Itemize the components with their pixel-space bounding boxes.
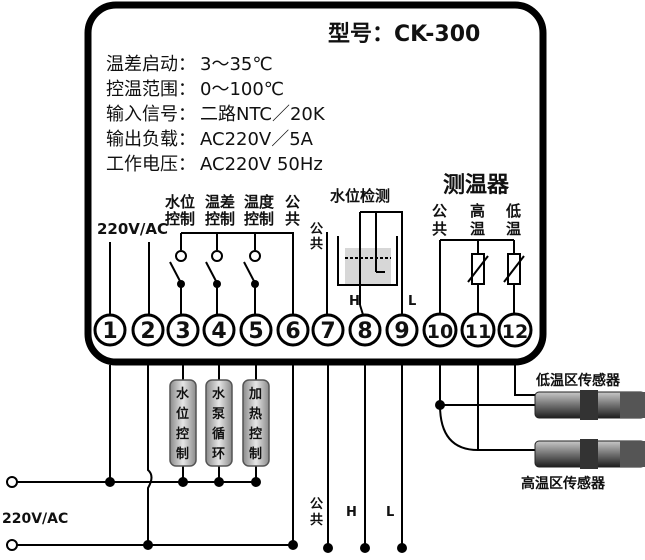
spec-label: 控温范围： bbox=[106, 79, 196, 100]
external-wiring bbox=[12, 365, 535, 548]
spec-label: 温差启动： bbox=[106, 54, 196, 75]
terminal[interactable]: 7 bbox=[311, 313, 345, 347]
terminal[interactable]: 4 bbox=[202, 313, 236, 347]
sensor-wiring bbox=[439, 239, 525, 318]
terminal[interactable]: 12 bbox=[497, 312, 533, 348]
sensor-col-low: 低 bbox=[505, 202, 521, 220]
svg-text:控: 控 bbox=[176, 426, 189, 442]
controller-frame bbox=[84, 1, 547, 366]
terminal[interactable]: 8 bbox=[348, 313, 382, 347]
svg-text:泵: 泵 bbox=[212, 407, 225, 422]
spec-label: 输入信号： bbox=[106, 104, 196, 125]
terminal[interactable]: 6 bbox=[276, 313, 310, 347]
terminal[interactable]: 10 bbox=[422, 312, 458, 348]
svg-text:6: 6 bbox=[285, 319, 300, 344]
svg-text:10: 10 bbox=[427, 321, 453, 343]
relay-label-water: 水位 bbox=[165, 193, 195, 211]
low-temp-sensor-label: 低温区传感器 bbox=[535, 372, 621, 389]
terminal[interactable]: 1 bbox=[93, 313, 127, 347]
svg-text:12: 12 bbox=[502, 321, 528, 343]
water-level-h: H bbox=[349, 294, 360, 309]
load-water-control: 水 位 控 制 bbox=[169, 379, 197, 467]
relay-wiring bbox=[109, 232, 294, 318]
svg-text:5: 5 bbox=[248, 319, 263, 344]
sensor-group-title: 测温器 bbox=[443, 173, 510, 198]
terminal[interactable]: 5 bbox=[239, 313, 273, 347]
low-temp-probe bbox=[534, 390, 645, 420]
relay-label-diff: 温差 bbox=[205, 193, 235, 211]
svg-text:循: 循 bbox=[212, 426, 225, 442]
svg-text:环: 环 bbox=[212, 447, 225, 462]
spec-value: 3～35℃ bbox=[200, 54, 273, 75]
load-heating-control: 加 热 控 制 bbox=[242, 379, 270, 467]
spec-value: AC220V 50Hz bbox=[200, 154, 323, 175]
water-level-title: 水位检测 bbox=[330, 187, 390, 205]
bottom-h-label: H bbox=[346, 505, 357, 520]
supply-label: 220V/AC bbox=[97, 220, 168, 238]
spec-value: 二路NTC／20K bbox=[200, 104, 326, 125]
high-temp-sensor-label: 高温区传感器 bbox=[521, 475, 606, 492]
relay-label-temp: 控制 bbox=[244, 210, 274, 228]
sensor-col-common: 共 bbox=[432, 220, 447, 238]
terminal-strip: 1 2 3 4 5 6 7 8 bbox=[93, 312, 533, 348]
svg-text:位: 位 bbox=[176, 406, 189, 422]
terminal[interactable]: 11 bbox=[460, 312, 496, 348]
svg-text:制: 制 bbox=[249, 446, 262, 462]
svg-text:8: 8 bbox=[357, 319, 372, 344]
svg-text:制: 制 bbox=[176, 446, 189, 462]
spec-value: AC220V／5A bbox=[200, 129, 314, 150]
svg-text:水: 水 bbox=[212, 386, 226, 402]
relay-pivots bbox=[177, 280, 259, 288]
water-tank bbox=[326, 211, 403, 319]
svg-text:2: 2 bbox=[140, 319, 155, 344]
svg-text:1: 1 bbox=[102, 319, 117, 344]
water-level-common: 共 bbox=[310, 236, 323, 252]
bottom-l-label: L bbox=[386, 505, 394, 520]
terminal[interactable]: 3 bbox=[166, 313, 200, 347]
svg-text:水: 水 bbox=[176, 386, 190, 402]
water-level-l: L bbox=[408, 294, 416, 309]
svg-text:3: 3 bbox=[175, 319, 190, 344]
relay-label-water: 控制 bbox=[165, 210, 195, 228]
svg-text:11: 11 bbox=[465, 321, 491, 343]
supply-terminals bbox=[6, 476, 18, 551]
bottom-common-label: 共 bbox=[310, 512, 323, 528]
sensor-col-low: 温 bbox=[506, 220, 521, 238]
wire-junctions bbox=[105, 400, 445, 553]
terminal[interactable]: 9 bbox=[385, 313, 419, 347]
load-pump-circulation: 水 泵 循 环 bbox=[205, 379, 233, 467]
svg-text:7: 7 bbox=[320, 319, 335, 344]
spec-label: 输出负载： bbox=[106, 129, 196, 150]
spec-label: 工作电压： bbox=[106, 154, 196, 175]
sensor-col-high: 高 bbox=[470, 202, 485, 220]
sensor-col-common: 公 bbox=[432, 202, 447, 220]
bottom-common-label: 公 bbox=[310, 497, 323, 512]
svg-text:9: 9 bbox=[394, 319, 409, 344]
high-temp-probe bbox=[534, 439, 645, 469]
svg-text:4: 4 bbox=[211, 319, 226, 344]
water-level-common: 公 bbox=[310, 222, 323, 237]
spec-list: 温差启动： 3～35℃ 控温范围： 0～100℃ 输入信号： 二路NTC／20K… bbox=[106, 54, 326, 175]
common-label: 公 bbox=[285, 193, 300, 211]
bottom-supply-label: 220V/AC bbox=[2, 511, 68, 527]
common-label: 共 bbox=[285, 210, 300, 228]
svg-text:控: 控 bbox=[249, 426, 262, 442]
relay-label-diff: 控制 bbox=[205, 210, 235, 228]
relay-label-temp: 温度 bbox=[244, 193, 275, 211]
svg-text:热: 热 bbox=[249, 406, 262, 422]
spec-value: 0～100℃ bbox=[200, 79, 284, 100]
sensor-col-high: 温 bbox=[470, 220, 485, 238]
terminal[interactable]: 2 bbox=[131, 313, 165, 347]
model-title: 型号：CK-300 bbox=[328, 22, 480, 47]
svg-text:加: 加 bbox=[248, 387, 262, 402]
